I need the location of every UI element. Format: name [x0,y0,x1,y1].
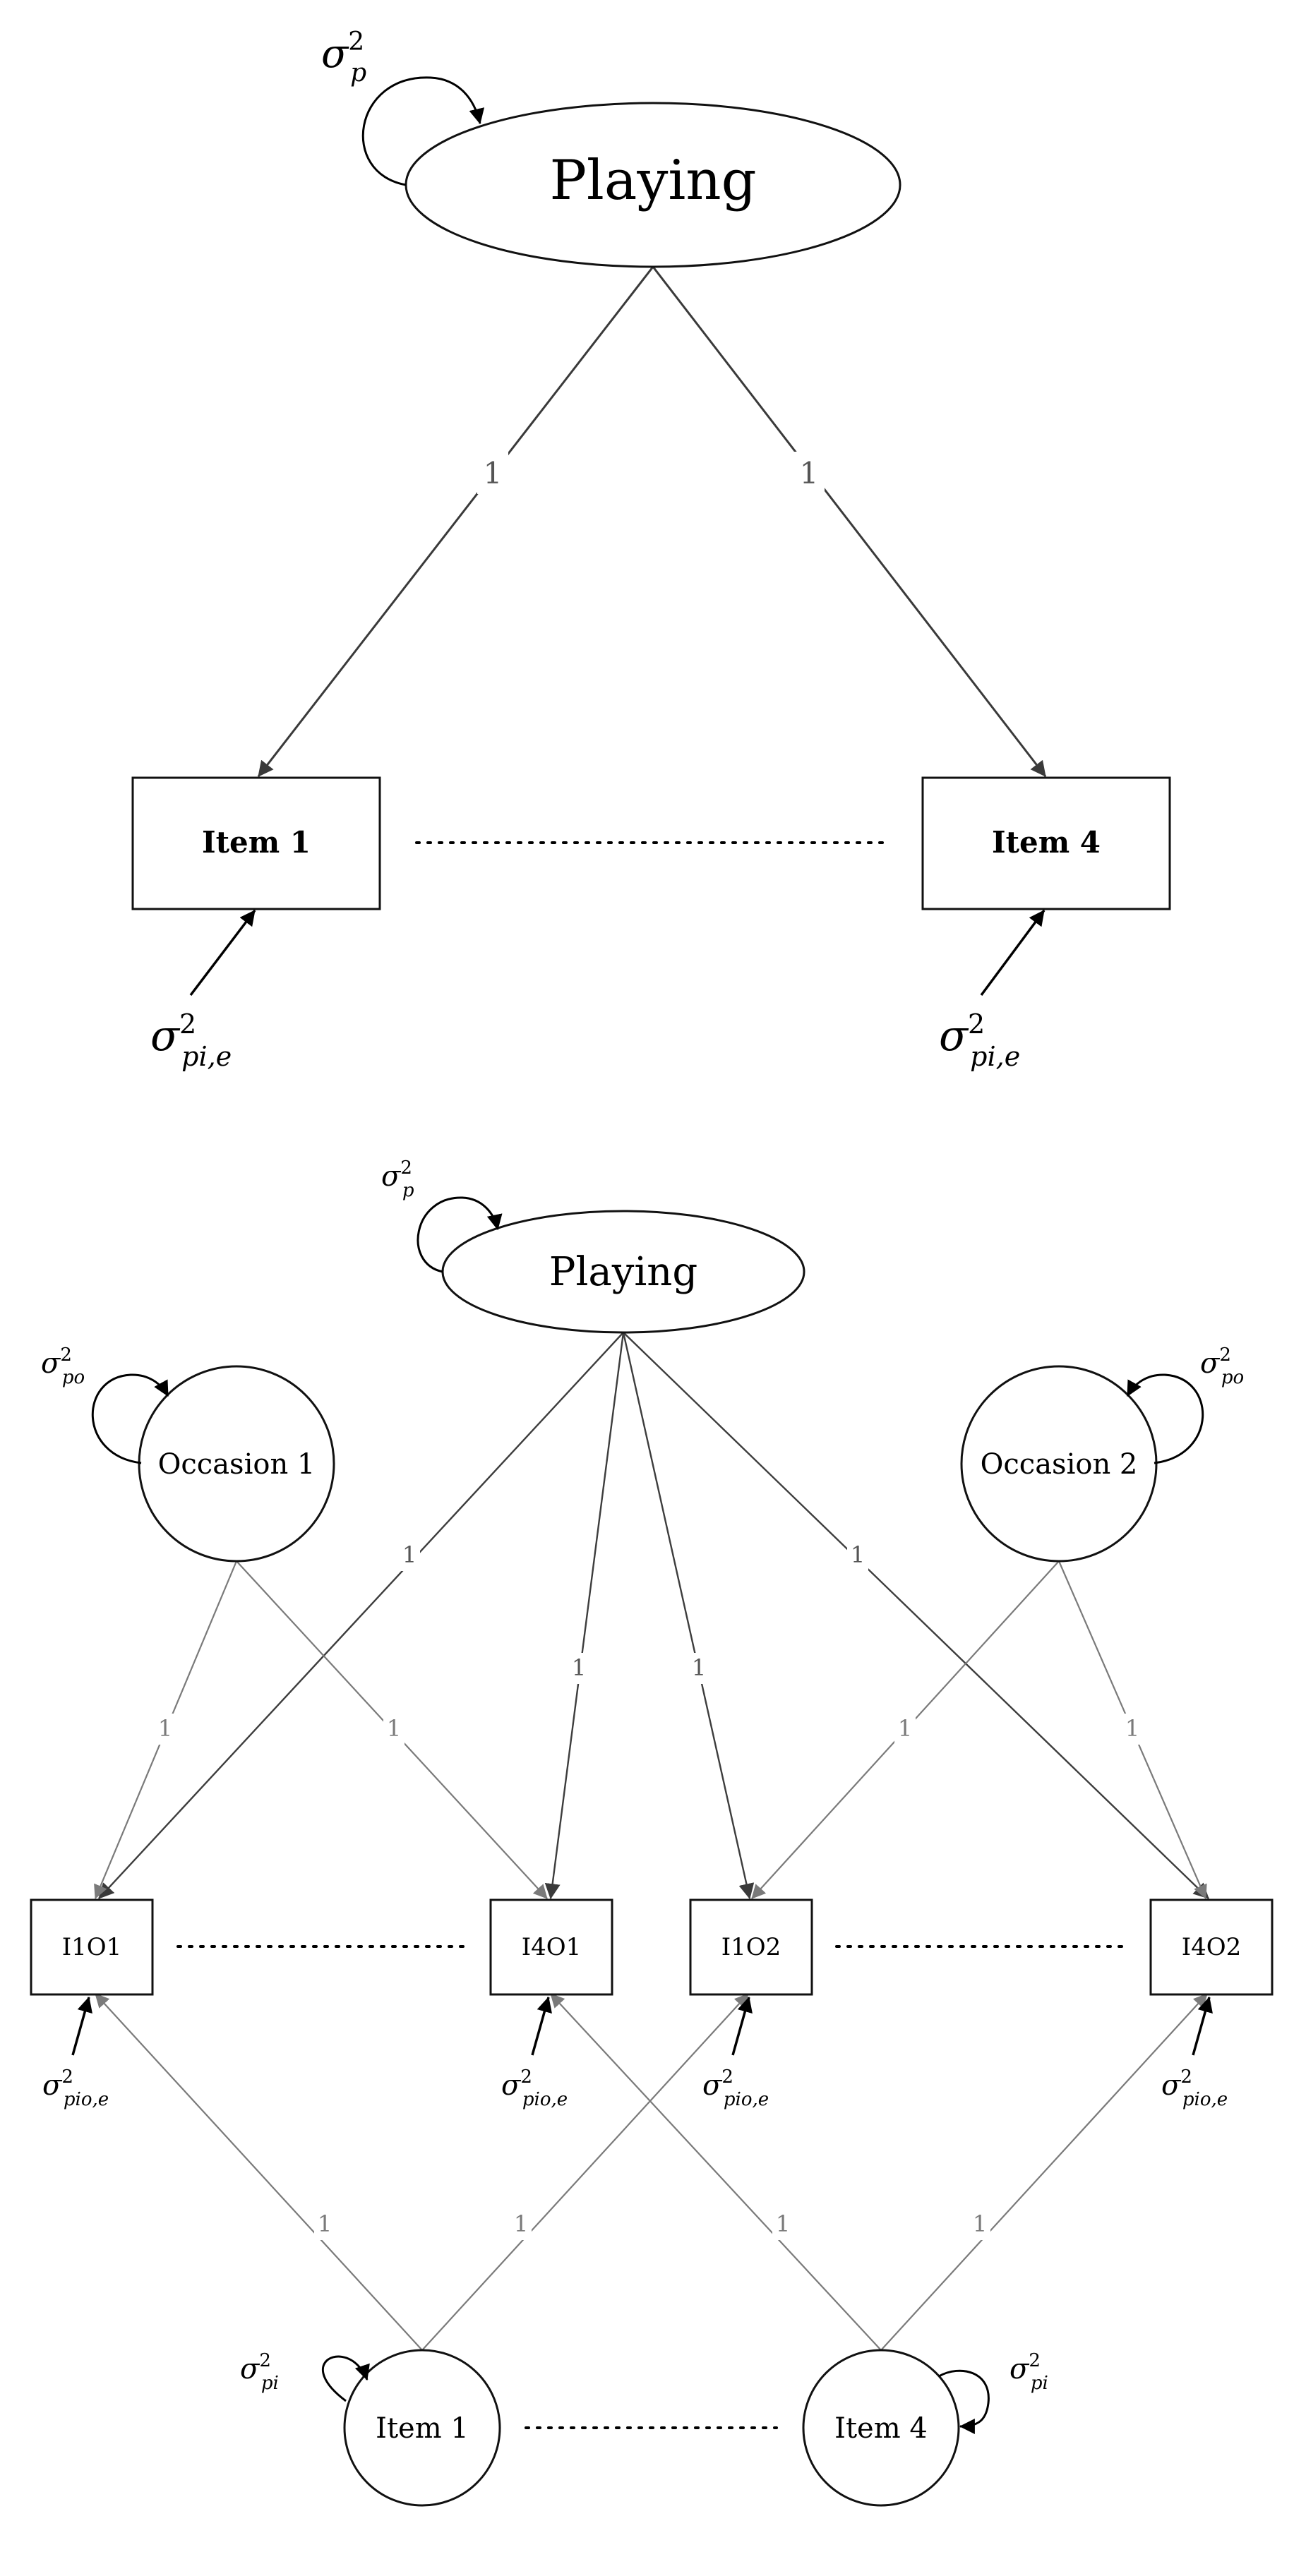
bottom-occasion2-variance-loop [1126,1373,1204,1464]
bottom-loading-label: 1 [387,1715,401,1742]
top-loading-edge-item4 [652,266,1047,777]
bottom-latent-variance-loop [417,1196,503,1273]
bottom-playing-edge-i4o1 [544,1332,625,1900]
bottom-item1-edge-i1o1 [95,1993,423,2351]
bottom-occasion-label-2: Occasion 2 [981,1448,1138,1481]
bottom-occasion-label-1: Occasion 1 [158,1448,316,1481]
bottom-playing-edge-i4o2 [623,1332,1209,1899]
bottom-item-label-1: Item 1 [376,2412,469,2445]
bottom-playing-edge-i1o1 [98,1332,624,1899]
bottom-diagram: 1 1 1 1 1 1 1 1 1 1 1 1 Playing [30,1157,1274,2507]
bottom-playing-edge-i1o2 [622,1332,755,1900]
top-item-label-1: Item 1 [202,825,311,860]
bottom-indicator-label-i1o2: I1O2 [721,1933,781,1961]
bottom-item4-variance-loop [938,2369,990,2434]
bottom-loading-label: 1 [572,1654,586,1681]
bottom-item-node-1 [343,2349,501,2507]
bottom-item-node-4 [802,2349,960,2507]
bottom-loading-label: 1 [402,1541,417,1568]
bottom-indicator-node-i1o1 [30,1898,154,1996]
top-residual-arrow-1 [189,909,256,997]
bottom-item1-edge-i1o2 [421,1993,749,2351]
top-residual-arrow-4 [980,909,1046,997]
top-loading-edge-item1 [257,266,654,777]
bottom-indicator-node-i1o2 [689,1898,813,1996]
bottom-loading-labels: 1 1 1 1 1 1 1 1 1 1 1 1 [155,1540,1143,2240]
bottom-item-label-4: Item 4 [834,2412,928,2445]
bottom-item4-edge-i4o1 [550,1993,882,2351]
bottom-loading-label: 1 [776,2210,790,2237]
top-loading-label-item1: 1 [484,456,503,490]
bottom-loading-label: 1 [692,1654,706,1681]
bottom-loading-label: 1 [973,2210,987,2237]
top-latent-variance-loop [361,76,485,186]
bottom-residual-arrow-i1o1 [71,1996,92,2056]
bottom-loading-label: 1 [1125,1715,1139,1742]
top-item-node-4 [921,776,1171,910]
bottom-loading-label: 1 [318,2210,332,2237]
bottom-occasion1-variance-loop [91,1373,169,1464]
bottom-indicator-label-i4o2: I4O2 [1182,1933,1242,1961]
bottom-indicator-node-i4o1 [489,1898,613,1996]
top-item-node-1 [131,776,381,910]
bottom-residual-arrow-i4o1 [531,1996,552,2056]
top-loading-label-item4: 1 [800,456,819,490]
bottom-indicator-label-i4o1: I4O1 [522,1933,582,1961]
bottom-loading-label: 1 [158,1715,172,1742]
bottom-loading-label: 1 [898,1715,912,1742]
bottom-item4-edge-i4o2 [880,1993,1208,2351]
bottom-residual-arrow-i4o2 [1192,1996,1213,2056]
top-item-label-4: Item 4 [992,825,1101,860]
bottom-loading-label: 1 [851,1541,865,1568]
bottom-item1-variance-loop [321,2355,370,2402]
bottom-indicator-node-i4o2 [1149,1898,1274,1996]
bottom-indicator-label-i1o1: I1O1 [62,1933,122,1961]
bottom-loading-label: 1 [514,2210,528,2237]
top-latent-label: Playing [549,149,756,212]
bottom-residual-arrow-i1o2 [731,1996,753,2056]
bottom-latent-label: Playing [549,1249,697,1295]
